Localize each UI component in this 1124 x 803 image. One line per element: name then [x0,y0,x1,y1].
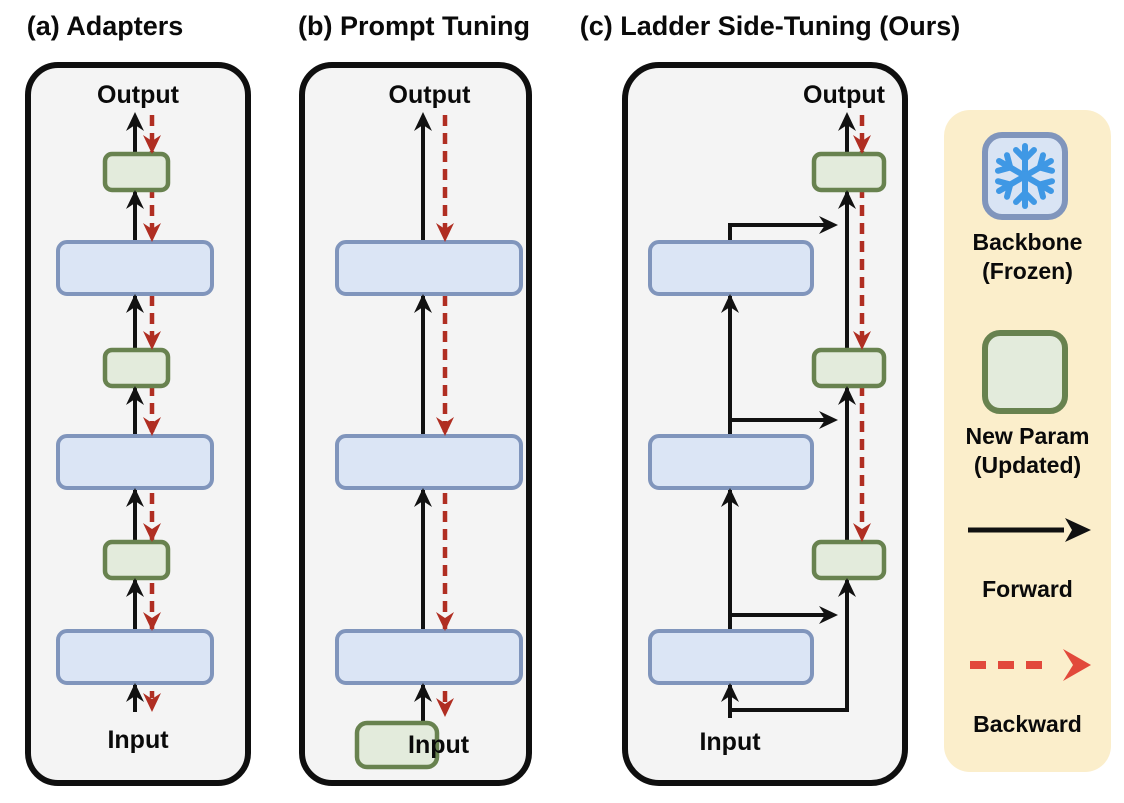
legend: Backbone (Frozen) New Param (Updated) Fo… [944,110,1111,772]
adapter-box [102,151,171,193]
legend-backward-label: Backward [973,711,1082,737]
ladder-input-branch [730,117,849,712]
panel-adapters [25,62,251,786]
side-network-box [811,151,887,193]
side-network-box [811,539,887,581]
title-adapters: (a) Adapters [26,11,184,41]
panel-prompt-tuning [299,62,532,786]
backbone-layer-box [648,629,814,685]
side-network-box [811,347,887,389]
panel-ladder-side-tuning [622,62,908,786]
output-label: Output [388,81,471,109]
snowflake-icon [994,143,1056,209]
legend-backbone-label-line2: (Frozen) [982,258,1073,284]
output-label: Output [97,81,179,109]
forward-arrow-icon [968,518,1091,542]
backbone-layer-box [56,434,214,490]
output-label: Output [803,81,885,109]
frozen-backbone-swatch [982,132,1068,220]
prompt-box [354,720,440,770]
backward-arrow-icon [970,649,1091,681]
backbone-layer-box [56,240,214,296]
backbone-layer-box [648,240,814,296]
input-label: Input [699,728,761,756]
backbone-layer-box [335,434,523,490]
backbone-layer-box [648,434,814,490]
backbone-layer-box [335,240,523,296]
new-param-swatch [982,330,1068,414]
adapter-box [102,539,171,581]
input-label: Input [408,731,470,759]
legend-newparam-label-line1: New Param [965,423,1090,449]
backbone-layer-box [335,629,523,685]
title-ladder-side-tuning: (c) Ladder Side-Tuning (Ours) [579,11,961,41]
adapter-box [102,347,171,389]
legend-forward-label: Forward [982,576,1073,602]
title-prompt-tuning: (b) Prompt Tuning [298,11,530,41]
legend-newparam-label-line2: (Updated) [973,452,1082,478]
backbone-forward-path [728,223,832,718]
input-label: Input [107,726,169,754]
backbone-layer-box [56,629,214,685]
legend-backbone-label-line1: Backbone [972,229,1083,255]
